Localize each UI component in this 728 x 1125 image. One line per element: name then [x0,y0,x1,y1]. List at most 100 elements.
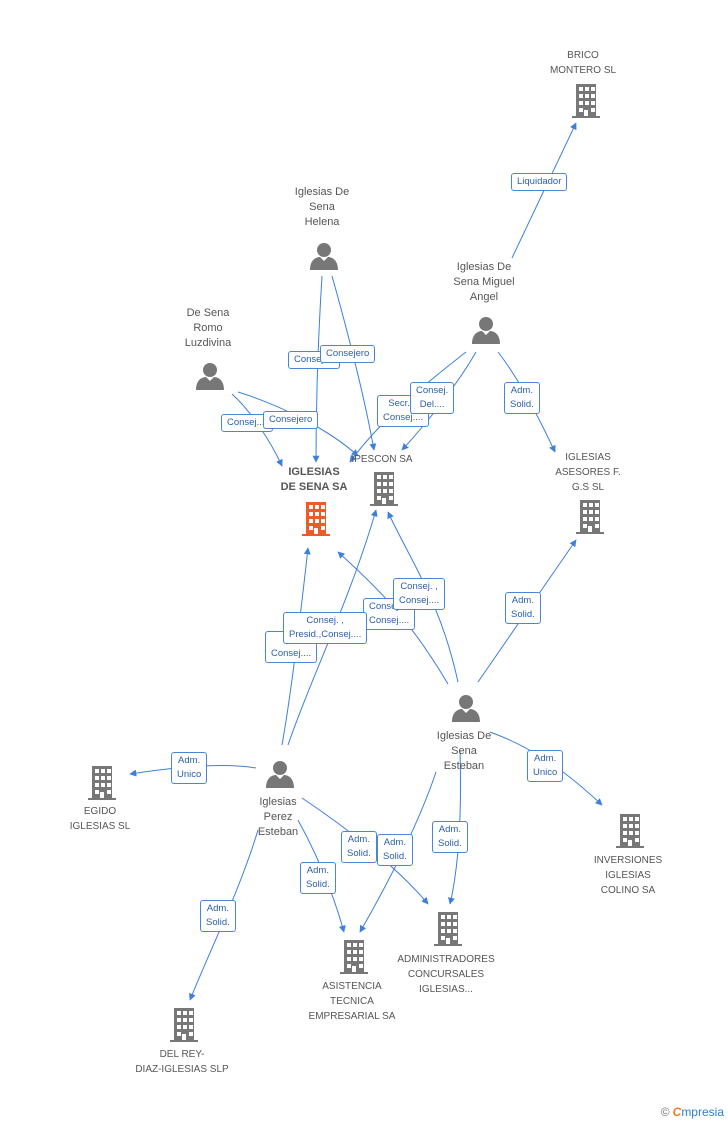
node-label-line: ASISTENCIA [322,981,382,992]
node-label-line: INVERSIONES [593,855,663,866]
node-label-line: Sena [451,745,477,757]
edge-label-line: Adm. [178,755,201,766]
edge-label-perez-focus-b[interactable]: Consej. , Presid.,Consej.... [283,612,368,644]
node-label-luzdivina[interactable]: De Sena Romo Luzdivina [185,306,231,351]
node-label-line: Sena Miguel [453,276,515,288]
edge-label-line: Consej.... [227,417,268,428]
node-label-line: IGLESIAS [565,452,611,463]
edge-label-esteban-asesores[interactable]: Adm.Solid. [505,592,541,624]
node-label-line: EGIDO [83,806,117,817]
brand-initial: C [672,1105,682,1119]
node-label-esteban-sena[interactable]: Iglesias De Sena Esteban [437,729,491,774]
edge-label-liquidador[interactable]: Liquidador [511,173,568,191]
node-label-line: IGLESIAS... [419,984,473,995]
node-label-line: TECNICA [330,996,374,1007]
edge-label-line: Adm. [206,903,229,914]
node-label-line: IGLESIAS [288,466,340,478]
edge-label-line: Liquidador [517,176,562,187]
building-icon-administradores [434,912,462,946]
edge-label-line: Solid. [511,609,535,620]
node-label-inversiones[interactable]: INVERSIONES IGLESIAS COLINO SA [594,853,662,898]
node-label-line: ADMINISTRADORES [397,954,495,965]
edge-label-perez-asistencia[interactable]: Adm.Solid. [300,862,336,894]
node-label-line: Iglesias De [294,186,350,198]
edge-label-line: Solid. [347,848,371,859]
copyright-symbol: © [660,1105,670,1119]
node-label-helena[interactable]: Iglesias De Sena Helena [295,185,349,230]
edge-label-del-rey[interactable]: Adm. Solid. [200,900,236,932]
edge-label-line: Unico [177,769,202,780]
edge-label-line: Consej.... [399,595,440,606]
node-label-line: Iglesias De [456,261,512,273]
edge-label-line: Solid. [383,851,407,862]
node-label-line: Esteban [443,760,485,772]
node-label-perez-esteban[interactable]: Iglesias Perez Esteban [258,795,298,840]
node-label-asesores[interactable]: IGLESIAS ASESORES F. G.S SL [555,450,621,495]
node-label-line: ASESORES F. [555,467,621,478]
node-label-line: DIAZ-IGLESIAS SLP [135,1064,229,1075]
edge-label-helena-b[interactable]: Consejero [320,345,376,363]
node-label-line: Sena [309,201,335,213]
node-label-line: MONTERO SL [549,65,617,76]
edge-label-line: Unico [533,767,558,778]
node-label-line: DEL REY- [159,1049,205,1060]
person-icon-luzdivina [196,363,224,390]
person-icon-helena [310,243,338,270]
edge-helena-focus [312,275,323,463]
building-icon-del-rey [170,1008,198,1042]
edge-label-miguel-c[interactable]: Adm.Solid. [504,382,540,414]
node-label-line: Esteban [257,826,299,838]
edge-label-perez-admin[interactable]: Adm. Solid. [341,831,377,863]
edge-label-line: Consej. , [306,615,344,626]
edge-label-line: Solid. [206,917,230,928]
edge-label-esteban-ipescon[interactable]: Consej. ,Consej.... [393,578,446,610]
node-label-egido[interactable]: EGIDO IGLESIAS SL [70,804,131,834]
node-label-ipescon[interactable]: IPESCON SA [351,452,412,467]
edge-label-luz-b[interactable]: Consejero [263,411,319,429]
node-label-line: Luzdivina [184,337,232,349]
edge-label-egido[interactable]: Adm. Unico [171,752,208,784]
node-label-line: Iglesias [259,796,297,808]
edge-label-line: Adm. [306,865,329,876]
edge-label-line: Adm. [347,834,370,845]
building-icon-egido [88,766,116,800]
edge-label-line: Presid.,Consej.... [289,629,362,640]
edge-label-esteban-asistencia[interactable]: Adm. Solid. [377,834,413,866]
node-label-miguel[interactable]: Iglesias De Sena Miguel Angel [453,260,514,305]
edge-label-miguel-a[interactable]: Secr....Consej.... [377,395,430,427]
edge-label-line: Solid. [510,399,534,410]
edge-label-line: Adm. [383,837,406,848]
edge-label-line: Consej. [416,385,449,396]
person-icon-miguel [472,317,500,344]
building-icon-brico [572,84,600,118]
edge-label-line: Consej.... [369,615,410,626]
edge-label-line: Del.... [419,399,445,410]
person-icon-esteban-sena [452,695,480,722]
node-label-line: DE SENA SA [280,481,348,493]
node-label-line: Perez [263,811,293,823]
edge-label-line: Consej.... [294,354,335,365]
building-icon-ipescon [370,472,398,506]
node-label-asistencia[interactable]: ASISTENCIA TECNICA EMPRESARIAL SA [309,979,396,1024]
edge-label-line: Adm. [438,824,461,835]
node-label-line: Helena [304,216,340,228]
node-label-line: G.S SL [571,482,605,493]
node-label-del-rey[interactable]: DEL REY- DIAZ-IGLESIAS SLP [135,1047,228,1077]
edge-label-miguel-b[interactable]: Consej. Del.... [410,382,455,414]
edge-label-line: Solid. [438,838,462,849]
building-icon-asistencia [340,940,368,974]
building-icon-inversiones [616,814,644,848]
edge-label-line: Consej.... [369,601,410,612]
edge-label-line: Adm. [534,753,557,764]
node-label-line: IGLESIAS SL [69,821,131,832]
edge-label-inversiones[interactable]: Adm. Unico [527,750,564,782]
node-label-focus-company[interactable]: IGLESIAS DE SENA SA [281,465,348,495]
node-label-administradores[interactable]: ADMINISTRADORES CONCURSALES IGLESIAS... [397,952,494,997]
node-label-brico[interactable]: BRICO MONTERO SL [550,48,616,78]
node-label-line: BRICO [567,50,599,61]
footer-brand[interactable]: ©Cmpresia [661,1105,724,1119]
edge-label-esteban-admin[interactable]: Adm. Solid. [432,821,468,853]
brand-name: mpresia [681,1105,724,1119]
edge-helena-ipescon [331,275,377,451]
